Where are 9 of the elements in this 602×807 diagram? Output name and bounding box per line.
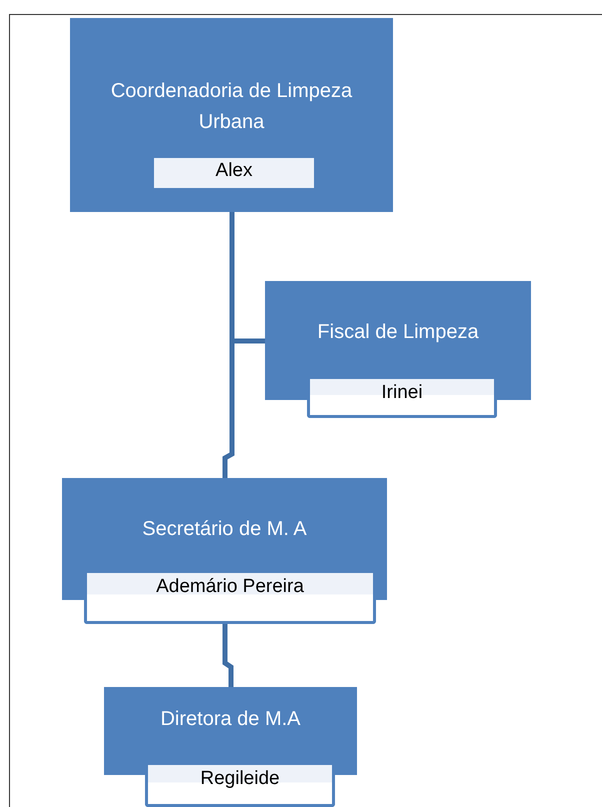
position-title: Fiscal de Limpeza: [316, 320, 480, 345]
position-title: Coordenadoria de Limpeza Urbana: [110, 79, 354, 135]
position-title: Diretora de M.A: [159, 707, 302, 732]
position-title: Secretário de M. A: [141, 517, 308, 542]
connector-line: [222, 624, 234, 687]
name-tag: Irinei: [307, 379, 497, 418]
name-tag: Alex: [154, 158, 314, 188]
name-tag: Ademário Pereira: [84, 573, 376, 624]
name-tag: Regileide: [145, 765, 335, 807]
